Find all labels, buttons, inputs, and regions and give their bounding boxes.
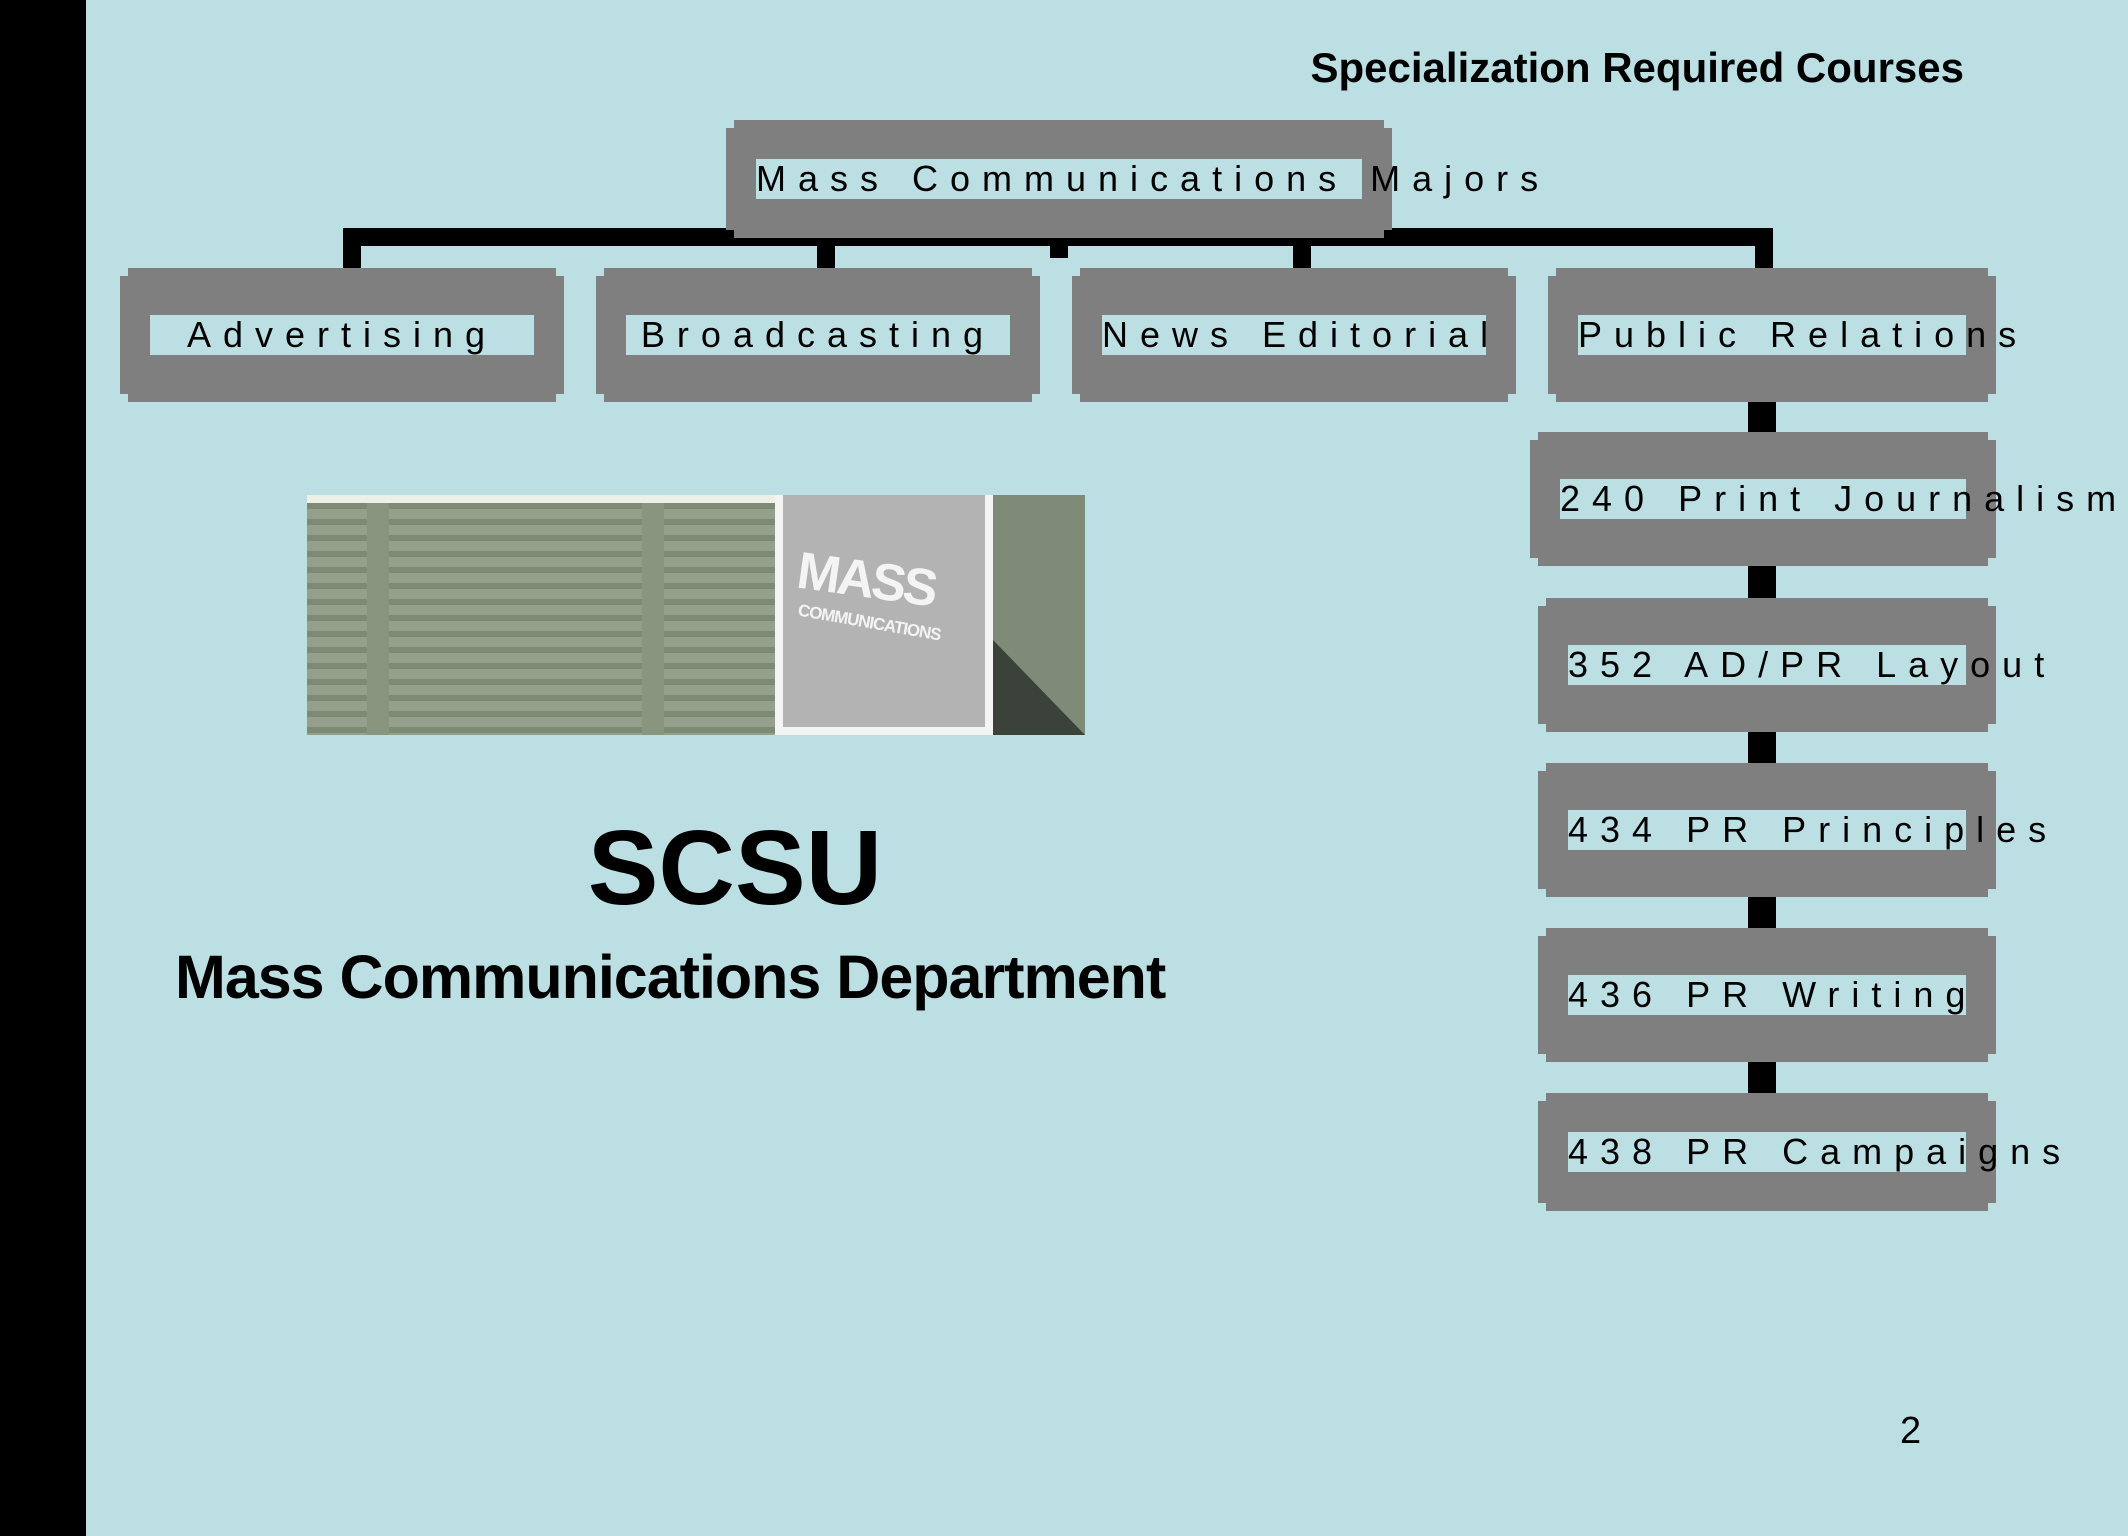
node-public-relations-label: Public Relations <box>1578 314 2029 355</box>
node-course-438-label: 438 PR Campaigns <box>1568 1131 2073 1172</box>
node-course-438: 438 PR Campaigns <box>1538 1093 2073 1211</box>
page-number: 2 <box>1900 1410 1922 1452</box>
node-course-352: 352 AD/PR Layout <box>1538 598 2057 732</box>
node-advertising: Advertising <box>120 268 564 402</box>
node-public-relations: Public Relations <box>1548 268 2029 402</box>
node-broadcasting: Broadcasting <box>596 268 1040 402</box>
school-name: SCSU <box>587 809 883 927</box>
left-black-bar <box>0 0 86 1536</box>
node-course-240-label: 240 Print Journalism <box>1560 478 2128 519</box>
connector-news <box>1293 228 1311 270</box>
connector-advertising <box>343 228 361 270</box>
node-news-editorial-label: News Editorial <box>1102 314 1501 355</box>
node-broadcasting-label: Broadcasting <box>626 315 1010 355</box>
node-course-436-label: 436 PR Writing <box>1568 974 1978 1015</box>
slide-title: Specialization Required Courses <box>1310 44 1964 91</box>
connector-broadcasting <box>817 228 835 270</box>
department-name: Mass Communications Department <box>175 943 1166 1011</box>
node-news-editorial: News Editorial <box>1072 268 1516 402</box>
mass-communications-logo: MASS COMMUNICATIONS <box>307 495 1085 735</box>
node-course-240: 240 Print Journalism <box>1530 432 2128 566</box>
connector-pr <box>1755 228 1773 270</box>
node-root: Mass Communications Majors <box>726 120 1551 238</box>
node-root-label: Mass Communications Majors <box>756 158 1551 199</box>
node-advertising-label: Advertising <box>150 315 534 355</box>
node-course-434: 434 PR Principles <box>1538 763 2059 897</box>
node-course-434-label: 434 PR Principles <box>1568 809 2059 850</box>
node-course-352-label: 352 AD/PR Layout <box>1568 644 2057 685</box>
node-course-436: 436 PR Writing <box>1538 928 1996 1062</box>
